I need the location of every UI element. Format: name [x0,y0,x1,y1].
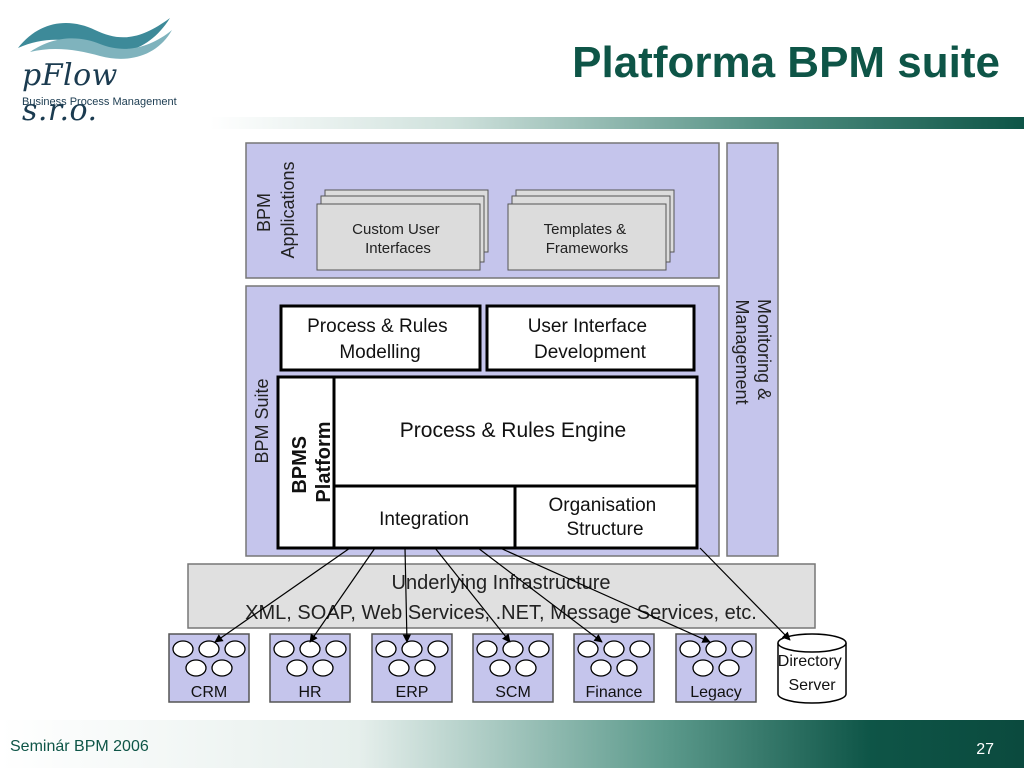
monitoring-layer [726,142,779,557]
modelling-label: Process & Rules Modelling [307,316,453,363]
svg-text:Custom User Interfaces: Custom User Interfaces [352,221,444,257]
footer-bar [0,720,1024,768]
system-box-3: SCM [472,633,554,703]
system-label: Legacy [690,684,742,701]
directory-server: Directory Server [777,633,847,704]
custom-ui-box: Custom User Interfaces [316,189,489,271]
applications-label: BPM Applications [254,161,298,258]
system-label: SCM [495,684,531,701]
integration-arrows [214,547,791,643]
system-label: Finance [586,684,643,701]
platform-label: BPMS Platform [289,421,335,502]
infra-title: Underlying Infrastructure [392,572,611,594]
pflow-logo: pFlow s.r.o. Business Process Management [0,0,200,128]
ui-dev-label: User Interface Development [528,316,653,363]
system-box-1: HR [269,633,351,703]
templates-box: Templates & Frameworks [507,189,675,271]
system-box-2: ERP [371,633,453,703]
wave-logo-icon [18,18,172,59]
suite-label: BPM Suite [252,378,272,463]
system-label: HR [298,684,321,701]
system-box-0: CRM [168,633,250,703]
system-box-5: Legacy [675,633,757,703]
logo-name: pFlow s.r.o. [22,58,118,128]
system-label: ERP [396,684,429,701]
engine-label: Process & Rules Engine [400,419,626,442]
infra-sub: XML, SOAP, Web Services, .NET, Message S… [245,602,757,624]
ui-dev-box [485,304,696,372]
integration-label: Integration [379,509,469,530]
footer-text: Seminár BPM 2006 [10,738,149,755]
system-box-4: Finance [573,633,655,703]
page-number: 27 [976,741,994,758]
header-divider [210,117,1024,129]
monitoring-label: Monitoring & Management [732,299,774,405]
modelling-box [279,304,482,372]
system-label: CRM [191,684,227,701]
svg-text:Templates & Frameworks: Templates & Frameworks [544,221,631,257]
svg-text:Directory Server: Directory Server [778,653,846,694]
infrastructure-layer [187,563,816,629]
org-structure-label: Organisation Structure [548,495,661,540]
logo-tagline: Business Process Management [22,96,177,108]
platform-box [276,375,699,550]
slide-title: Platforma BPM suite [572,38,1000,87]
